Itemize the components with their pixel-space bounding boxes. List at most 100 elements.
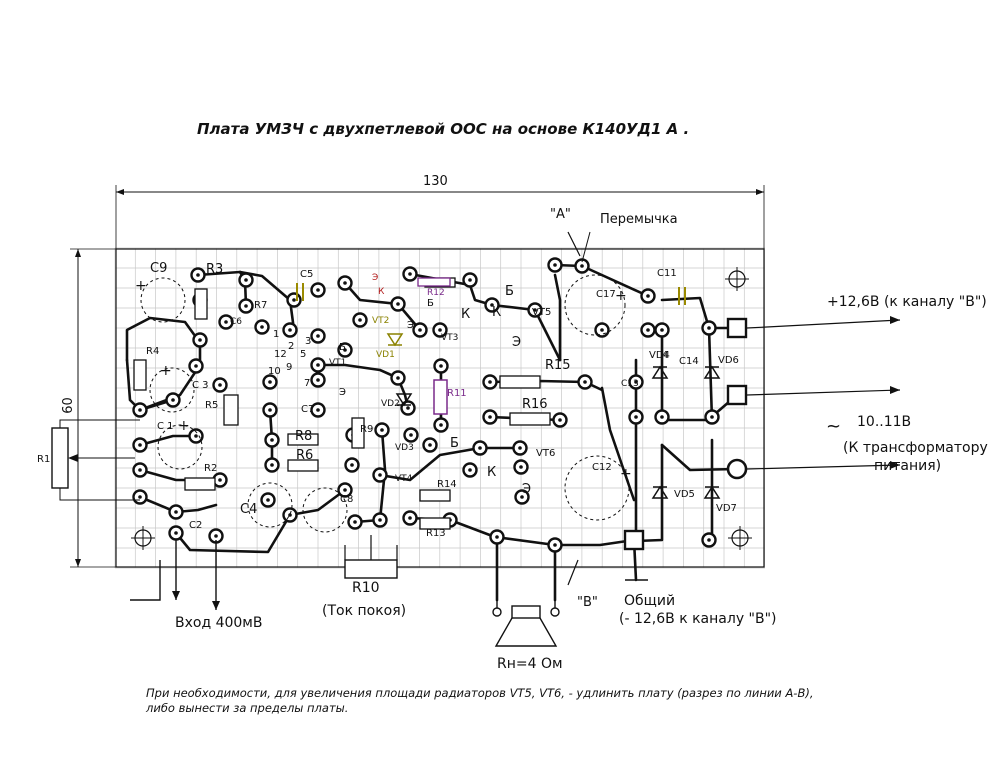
pad-hole	[519, 465, 523, 469]
label-r9: R9	[360, 424, 374, 435]
label-vt2: VT2	[372, 316, 390, 326]
pin-12: 12	[274, 349, 287, 360]
label-r8: R8	[295, 429, 313, 444]
capacitor-outline	[564, 274, 626, 336]
label-c17: C17	[596, 289, 616, 300]
potentiometer-wires	[59, 419, 140, 501]
pad-hole	[580, 264, 584, 268]
resistor-body	[184, 477, 216, 491]
pad-hole	[214, 534, 218, 538]
label-r14: R14	[437, 479, 457, 490]
pad-hole	[495, 535, 499, 539]
pad-hole	[518, 446, 522, 450]
dimension-arrow	[116, 189, 124, 195]
note-text: При необходимости, для увеличения площад…	[146, 686, 814, 716]
pin-5: 5	[300, 349, 307, 360]
pad-hole	[343, 488, 347, 492]
plus-mark: +	[135, 278, 147, 294]
dimension-arrow	[756, 189, 764, 195]
pad-hole	[316, 334, 320, 338]
pin-vt1-b: Б	[339, 342, 346, 353]
resistor-body	[287, 459, 319, 472]
minus-supply-label: (- 12,6В к каналу "В")	[619, 611, 777, 627]
speaker-terminal	[492, 607, 502, 617]
board-trace	[660, 443, 739, 472]
pad-hole	[468, 468, 472, 472]
marker-b: "B"	[577, 595, 598, 610]
output-wire	[746, 389, 901, 396]
label-c6: C6	[230, 317, 243, 327]
label-r2: R2	[204, 463, 218, 474]
pad-hole	[380, 428, 384, 432]
input-arrow	[172, 591, 180, 600]
pad-hole	[194, 434, 198, 438]
pad-hole	[707, 326, 711, 330]
board-trace	[600, 386, 636, 502]
output-arrow	[890, 386, 900, 394]
label-c13: C13	[621, 379, 639, 389]
label-c5: C5	[300, 269, 314, 280]
board-trace	[660, 296, 739, 330]
pin-9: 9	[286, 362, 293, 373]
pad-hole	[553, 263, 557, 267]
pad-hole	[270, 438, 274, 442]
pad-hole	[316, 408, 320, 412]
dimension-height: 60	[60, 397, 76, 414]
label-r10: R10	[352, 580, 380, 596]
pin-10: 10	[268, 366, 281, 377]
label-r3: R3	[206, 262, 224, 277]
label-c12: C12	[592, 462, 612, 473]
pad-hole	[270, 463, 274, 467]
diode-symbol	[651, 365, 669, 379]
pad-hole	[409, 433, 413, 437]
pad-hole	[710, 415, 714, 419]
plus-mark: +	[178, 418, 190, 434]
label-vd1: VD1	[376, 350, 395, 360]
pad-hole	[478, 446, 482, 450]
pin-vt3-e: Э	[407, 320, 414, 331]
pin-vt2-e: Э	[372, 273, 379, 283]
potentiometer-wiper	[68, 454, 78, 462]
pad-hole	[553, 543, 557, 547]
pad-hole	[438, 328, 442, 332]
label-r1: R1	[37, 454, 51, 465]
pad-hole	[174, 510, 178, 514]
pad-hole	[660, 328, 664, 332]
label-c9: C9	[150, 261, 168, 276]
board-trace	[660, 328, 739, 422]
pad-hole	[218, 478, 222, 482]
label-vt5: VT5	[532, 307, 552, 318]
pad-hole	[396, 302, 400, 306]
note-line-2: либо вынести за пределы платы.	[146, 701, 349, 715]
marker-a: "A"	[550, 207, 571, 222]
pin-4: 4	[662, 350, 669, 361]
pad-hole	[138, 408, 142, 412]
pad-hole	[660, 415, 664, 419]
pad-hole	[268, 408, 272, 412]
label-c4: C4	[240, 502, 258, 517]
potentiometer-r1	[51, 427, 69, 489]
pin-vt2-k: К	[378, 287, 385, 297]
diode-symbol	[386, 333, 404, 347]
pin-7: 7	[304, 378, 311, 389]
pad-hole	[343, 348, 347, 352]
page-title: Плата УМЗЧ с двухпетлевой ООС на основе …	[197, 120, 690, 138]
speaker-cone	[494, 617, 558, 647]
pin-1: 1	[273, 329, 280, 340]
label-vd2: VD2	[381, 399, 400, 409]
board-trace	[138, 495, 218, 514]
label-r4: R4	[146, 346, 160, 357]
dimension-arrow	[75, 559, 81, 567]
resistor-body	[351, 417, 365, 449]
pin-2: 2	[288, 341, 295, 352]
board-trace	[138, 434, 198, 447]
speaker-terminal	[550, 607, 560, 617]
pin-vt5-k: К	[492, 305, 502, 320]
pad-hole	[378, 518, 382, 522]
label-vd5: VD5	[674, 489, 695, 500]
load-label: Rн=4 Ом	[497, 656, 563, 672]
label-c14: C14	[679, 356, 699, 367]
plus-mark: +	[620, 466, 632, 482]
pin-3: 3	[305, 336, 312, 347]
trimmer-r10	[344, 559, 398, 579]
